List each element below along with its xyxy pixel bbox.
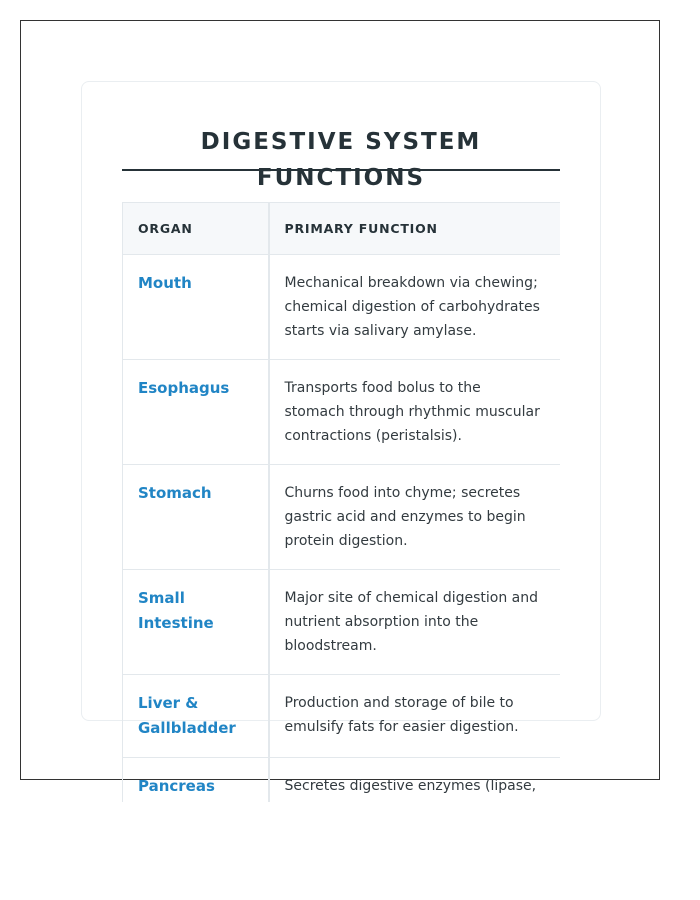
organ-function: Secretes digestive enzymes (lipase, prot…: [267, 757, 560, 802]
table-row: Esophagus Transports food bolus to the s…: [122, 359, 560, 465]
table-row: Small Intestine Major site of chemical d…: [122, 569, 560, 675]
table-row: Liver & Gallbladder Production and stora…: [122, 674, 560, 758]
title-underline: [122, 169, 560, 171]
organ-function: Production and storage of bile to emulsi…: [267, 674, 560, 758]
table-header-row: ORGAN PRIMARY FUNCTION: [122, 202, 560, 255]
organ-function: Major site of chemical digestion and nut…: [267, 569, 560, 675]
organ-name: Esophagus: [122, 359, 269, 465]
organ-function: Mechanical breakdown via chewing; chemic…: [267, 254, 560, 360]
organ-function: Transports food bolus to the stomach thr…: [267, 359, 560, 465]
table-container: ORGAN PRIMARY FUNCTION Mouth Mechanical …: [122, 202, 560, 802]
organ-function: Churns food into chyme; secretes gastric…: [267, 464, 560, 570]
table-row: Mouth Mechanical breakdown via chewing; …: [122, 254, 560, 360]
column-header-organ: ORGAN: [122, 202, 269, 255]
table-row: Pancreas Secretes digestive enzymes (lip…: [122, 757, 560, 802]
page-title: DIGESTIVE SYSTEM FUNCTIONS: [200, 129, 482, 191]
organ-name: Liver & Gallbladder: [122, 674, 269, 758]
organ-name: Pancreas: [122, 757, 269, 802]
organ-function-table: ORGAN PRIMARY FUNCTION Mouth Mechanical …: [122, 202, 560, 802]
column-header-primary-function: PRIMARY FUNCTION: [267, 202, 560, 255]
table-row: Stomach Churns food into chyme; secretes…: [122, 464, 560, 570]
organ-name: Mouth: [122, 254, 269, 360]
organ-name: Stomach: [122, 464, 269, 570]
organ-name: Small Intestine: [122, 569, 269, 675]
